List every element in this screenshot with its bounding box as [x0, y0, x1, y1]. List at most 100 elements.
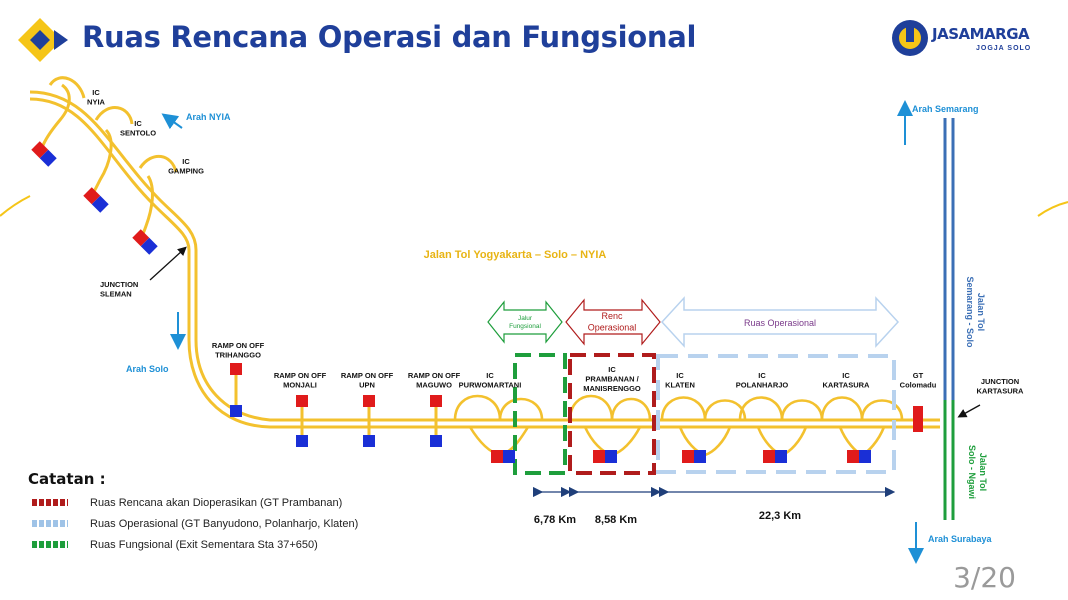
note-swatch — [32, 499, 68, 506]
label-line: Arah Semarang — [912, 104, 979, 114]
jasamarga-logo-icon — [892, 20, 928, 56]
gate-monjali-red — [296, 395, 308, 407]
label-line: KLATEN — [665, 380, 695, 389]
gate-trihanggo-blue — [230, 405, 242, 417]
label-line: Jalan Tol — [976, 293, 986, 331]
notes-legend: Catatan : Ruas Rencana akan Dioperasikan… — [28, 470, 358, 555]
gate-klaten — [682, 450, 706, 463]
label-line: IC — [134, 119, 142, 128]
jalur-fungsional-arrow — [487, 300, 563, 344]
label-arah-surabaya: Arah Surabaya — [928, 534, 993, 544]
label-line: Jalan Tol Yogyakarta – Solo – NYIA — [424, 249, 607, 261]
edge-decoration-right — [1037, 201, 1068, 217]
label-line: 8,58 Km — [595, 514, 637, 526]
label-line: IC — [676, 371, 684, 380]
label-line: IC — [486, 371, 494, 380]
label-line: IC — [608, 365, 616, 374]
title-diamond-icon — [18, 18, 68, 62]
gate-sentolo — [83, 187, 109, 213]
page-title: Ruas Rencana Operasi dan Fungsional — [82, 20, 697, 54]
gate-trihanggo-red — [230, 363, 242, 375]
label-line: Semarang - Solo — [965, 276, 975, 348]
note-label: Ruas Operasional (GT Banyudono, Polanhar… — [90, 517, 359, 530]
label-arah-nyia: Arah NYIA — [186, 112, 231, 122]
label-line: Operasional — [588, 322, 637, 332]
gate-maguwo-red — [430, 395, 442, 407]
label-line: NYIA — [87, 97, 106, 106]
arah-nyia-arrow — [161, 113, 183, 130]
label-line: 6,78 Km — [534, 514, 576, 526]
label-line: KARTASURA — [977, 386, 1025, 395]
label-line: JUNCTION — [981, 377, 1019, 386]
notes-title: Catatan : — [28, 470, 106, 488]
label-line: RAMP ON OFF — [274, 371, 327, 380]
operasional-section-box — [656, 354, 896, 474]
logo-text: JASAMARGA — [932, 25, 1030, 43]
label-line: MONJALI — [283, 380, 317, 389]
toll-gates — [31, 141, 923, 463]
gate-colomadu — [913, 406, 923, 432]
gate-upn-red — [363, 395, 375, 407]
label-line: RAMP ON OFF — [408, 371, 461, 380]
label-jalan-tol: Jalan Tol Yogyakarta – Solo – NYIA — [424, 249, 607, 261]
label-line: RAMP ON OFF — [212, 341, 265, 350]
junction-kartasura-pointer — [957, 404, 981, 418]
note-label: Ruas Rencana akan Dioperasikan (GT Pramb… — [90, 496, 343, 509]
label-line: IC — [182, 157, 190, 166]
north-south-toll-lines — [943, 118, 955, 520]
label-dist-3: 22,3 Km — [759, 510, 801, 522]
gate-purwomartani — [491, 450, 515, 463]
label-line: TRIHANGGO — [215, 350, 261, 359]
label-line: GT — [913, 371, 924, 380]
label-line: MANISRENGGO — [583, 384, 641, 393]
label-line: Jalan Tol — [978, 453, 988, 491]
label-jalan-tol-ngawi: Jalan TolSolo - Ngawi — [967, 445, 988, 499]
gate-gamping — [132, 229, 158, 255]
gate-polanharjo — [763, 450, 787, 463]
label-line: 22,3 Km — [759, 510, 801, 522]
label-line: Colomadu — [900, 380, 937, 389]
edge-decoration-left — [0, 195, 31, 217]
label-line: Ruas Operasional — [744, 318, 816, 328]
note-label: Ruas Fungsional (Exit Sementara Sta 37+6… — [90, 538, 318, 551]
label-jalan-tol-semarang: Jalan TolSemarang - Solo — [965, 276, 986, 348]
label-line: GAMPING — [168, 166, 204, 175]
note-item: Ruas Rencana akan Dioperasikan (GT Pramb… — [28, 492, 358, 513]
label-line: UPN — [359, 380, 375, 389]
label-line: Arah Surabaya — [928, 534, 993, 544]
label-line: KARTASURA — [823, 380, 871, 389]
gate-upn-blue — [363, 435, 375, 447]
label-arah-solo: Arah Solo — [126, 364, 169, 374]
label-dist-1: 6,78 Km — [534, 514, 576, 526]
gate-kartasura — [847, 450, 871, 463]
label-line: PRAMBANAN / — [585, 374, 639, 383]
label-line: Arah Solo — [126, 364, 169, 374]
label-ruas-operasional: Ruas Operasional — [744, 318, 816, 328]
gate-maguwo-blue — [430, 435, 442, 447]
label-line: Jalur — [518, 315, 533, 322]
western-section-roads — [29, 76, 198, 251]
label-line: IC — [758, 371, 766, 380]
label-line: MAGUWO — [416, 380, 452, 389]
interchange-loops — [453, 394, 904, 457]
ruas-operasional-arrow — [660, 296, 900, 348]
label-line: IC — [842, 371, 850, 380]
renc-operasional-arrow — [565, 298, 661, 346]
label-line: Renc — [601, 311, 623, 321]
